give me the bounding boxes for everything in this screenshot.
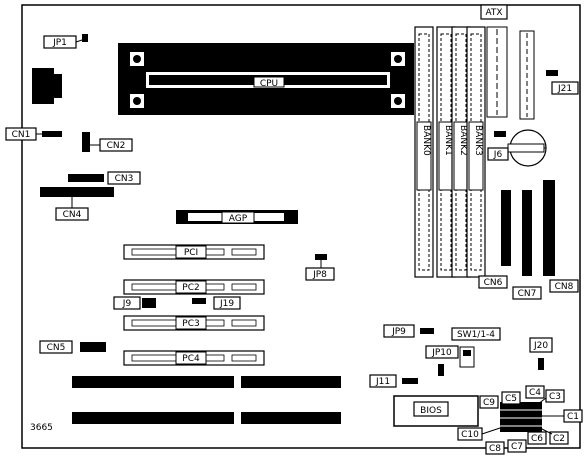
bank0-label: BANK0 xyxy=(421,125,431,156)
cap-c2: C2 xyxy=(539,427,569,445)
c8-label: C8 xyxy=(489,444,501,454)
atx-label: ATX xyxy=(485,8,502,18)
figure-id: 3665 xyxy=(30,423,53,433)
bios-label: BIOS xyxy=(420,406,442,416)
jp10-label: JP10 xyxy=(431,348,452,358)
cn2-label: CN2 xyxy=(107,141,126,151)
pci2-label: PC2 xyxy=(182,283,199,293)
j6-label: J6 xyxy=(493,150,503,160)
agp-label: AGP xyxy=(229,214,248,224)
cn4-label: CN4 xyxy=(63,210,82,220)
memory-bank-2: BANK2 xyxy=(451,26,471,278)
cap-c6: C6 xyxy=(527,431,547,445)
cn6-connector: CN6 xyxy=(478,190,511,289)
cn4-connector: CN4 xyxy=(40,187,114,221)
jp10-jumper: JP10 xyxy=(425,345,459,376)
j19-jumper: J19 xyxy=(192,296,241,310)
cap-c3: C3 xyxy=(537,389,565,405)
pci1-label: PCI xyxy=(184,248,198,258)
cn8-connector: CN8 xyxy=(543,180,579,293)
c3-label: C3 xyxy=(549,392,561,402)
jp9-label: JP9 xyxy=(391,327,406,337)
c4-label: C4 xyxy=(529,388,541,398)
pci-slot-2: PC2 xyxy=(123,279,265,295)
c1-label: C1 xyxy=(567,412,579,422)
j9-jumper: J9 xyxy=(113,296,156,310)
cpu-label: CPU xyxy=(260,79,278,89)
j9-label: J9 xyxy=(122,299,132,309)
isa-slot-2-short xyxy=(241,412,341,424)
jp1-label: JP1 xyxy=(52,38,67,48)
bank1-label: BANK1 xyxy=(443,125,453,156)
j20-jumper: J20 xyxy=(529,337,553,370)
cap-c10: C10 xyxy=(457,427,501,441)
cn5-connector: CN5 xyxy=(39,340,106,354)
pci-slot-3: PC3 xyxy=(123,315,265,331)
cap-c5: C5 xyxy=(501,391,521,405)
sw1-switch: SW1/1-4 xyxy=(451,327,501,368)
bank3-label: BANK3 xyxy=(473,125,483,156)
j21-label: J21 xyxy=(557,84,572,94)
cap-c8: C8 xyxy=(485,441,505,455)
isa-slot-1-long xyxy=(72,376,234,388)
c5-label: C5 xyxy=(505,394,517,404)
jp8-label: JP8 xyxy=(312,270,327,280)
pci-slot-1: PCI xyxy=(123,244,265,260)
jp9-jumper: JP9 xyxy=(383,324,434,338)
pci3-label: PC3 xyxy=(182,319,199,329)
cn1-label: CN1 xyxy=(12,130,31,140)
isa-slot-1-short xyxy=(241,376,341,388)
j11-jumper: J11 xyxy=(369,374,418,388)
cpu-slot: CPU xyxy=(118,43,414,115)
j20-label: J20 xyxy=(533,341,548,351)
j19-label: J19 xyxy=(219,299,234,309)
pci4-label: PC4 xyxy=(182,354,200,364)
cn1-connector: CN1 xyxy=(5,127,62,141)
cn3-label: CN3 xyxy=(115,174,134,184)
cn5-label: CN5 xyxy=(47,343,66,353)
c7-label: C7 xyxy=(511,442,523,452)
isa-slot-2-long xyxy=(72,412,234,424)
jp8-jumper: JP8 xyxy=(305,254,335,281)
c9-label: C9 xyxy=(483,398,495,408)
c2-label: C2 xyxy=(553,434,565,444)
c6-label: C6 xyxy=(531,434,543,444)
cap-c4: C4 xyxy=(525,385,545,399)
j11-label: J11 xyxy=(375,377,390,387)
j6-jumper: J6 xyxy=(487,131,509,161)
agp-slot: AGP xyxy=(176,210,298,224)
cap-c1: C1 xyxy=(542,409,583,423)
c10-label: C10 xyxy=(461,430,479,440)
sw1-label: SW1/1-4 xyxy=(457,330,495,340)
memory-bank-0: BANK0 xyxy=(414,26,434,278)
memory-bank-3: BANK3 xyxy=(466,26,486,278)
bios-chip: BIOS xyxy=(393,395,479,427)
cn7-label: CN7 xyxy=(518,289,537,299)
memory-bank-1: BANK1 xyxy=(436,26,456,278)
ps2-connector xyxy=(32,68,62,104)
cn3-connector: CN3 xyxy=(68,171,141,185)
pci-slot-4: PC4 xyxy=(123,350,265,366)
bank2-label: BANK2 xyxy=(458,125,468,156)
top-right-header xyxy=(519,30,535,120)
cn7-connector: CN7 xyxy=(512,190,542,300)
j21-jumper: J21 xyxy=(546,70,579,95)
capacitor-cluster xyxy=(500,402,542,432)
cap-c9: C9 xyxy=(479,395,499,409)
atx-connector: ATX xyxy=(480,4,508,118)
cn6-label: CN6 xyxy=(484,278,503,288)
jp1-jumper: JP1 xyxy=(43,34,88,49)
cap-c7: C7 xyxy=(507,439,527,453)
cn8-label: CN8 xyxy=(555,282,574,292)
cn2-connector: CN2 xyxy=(82,132,133,152)
